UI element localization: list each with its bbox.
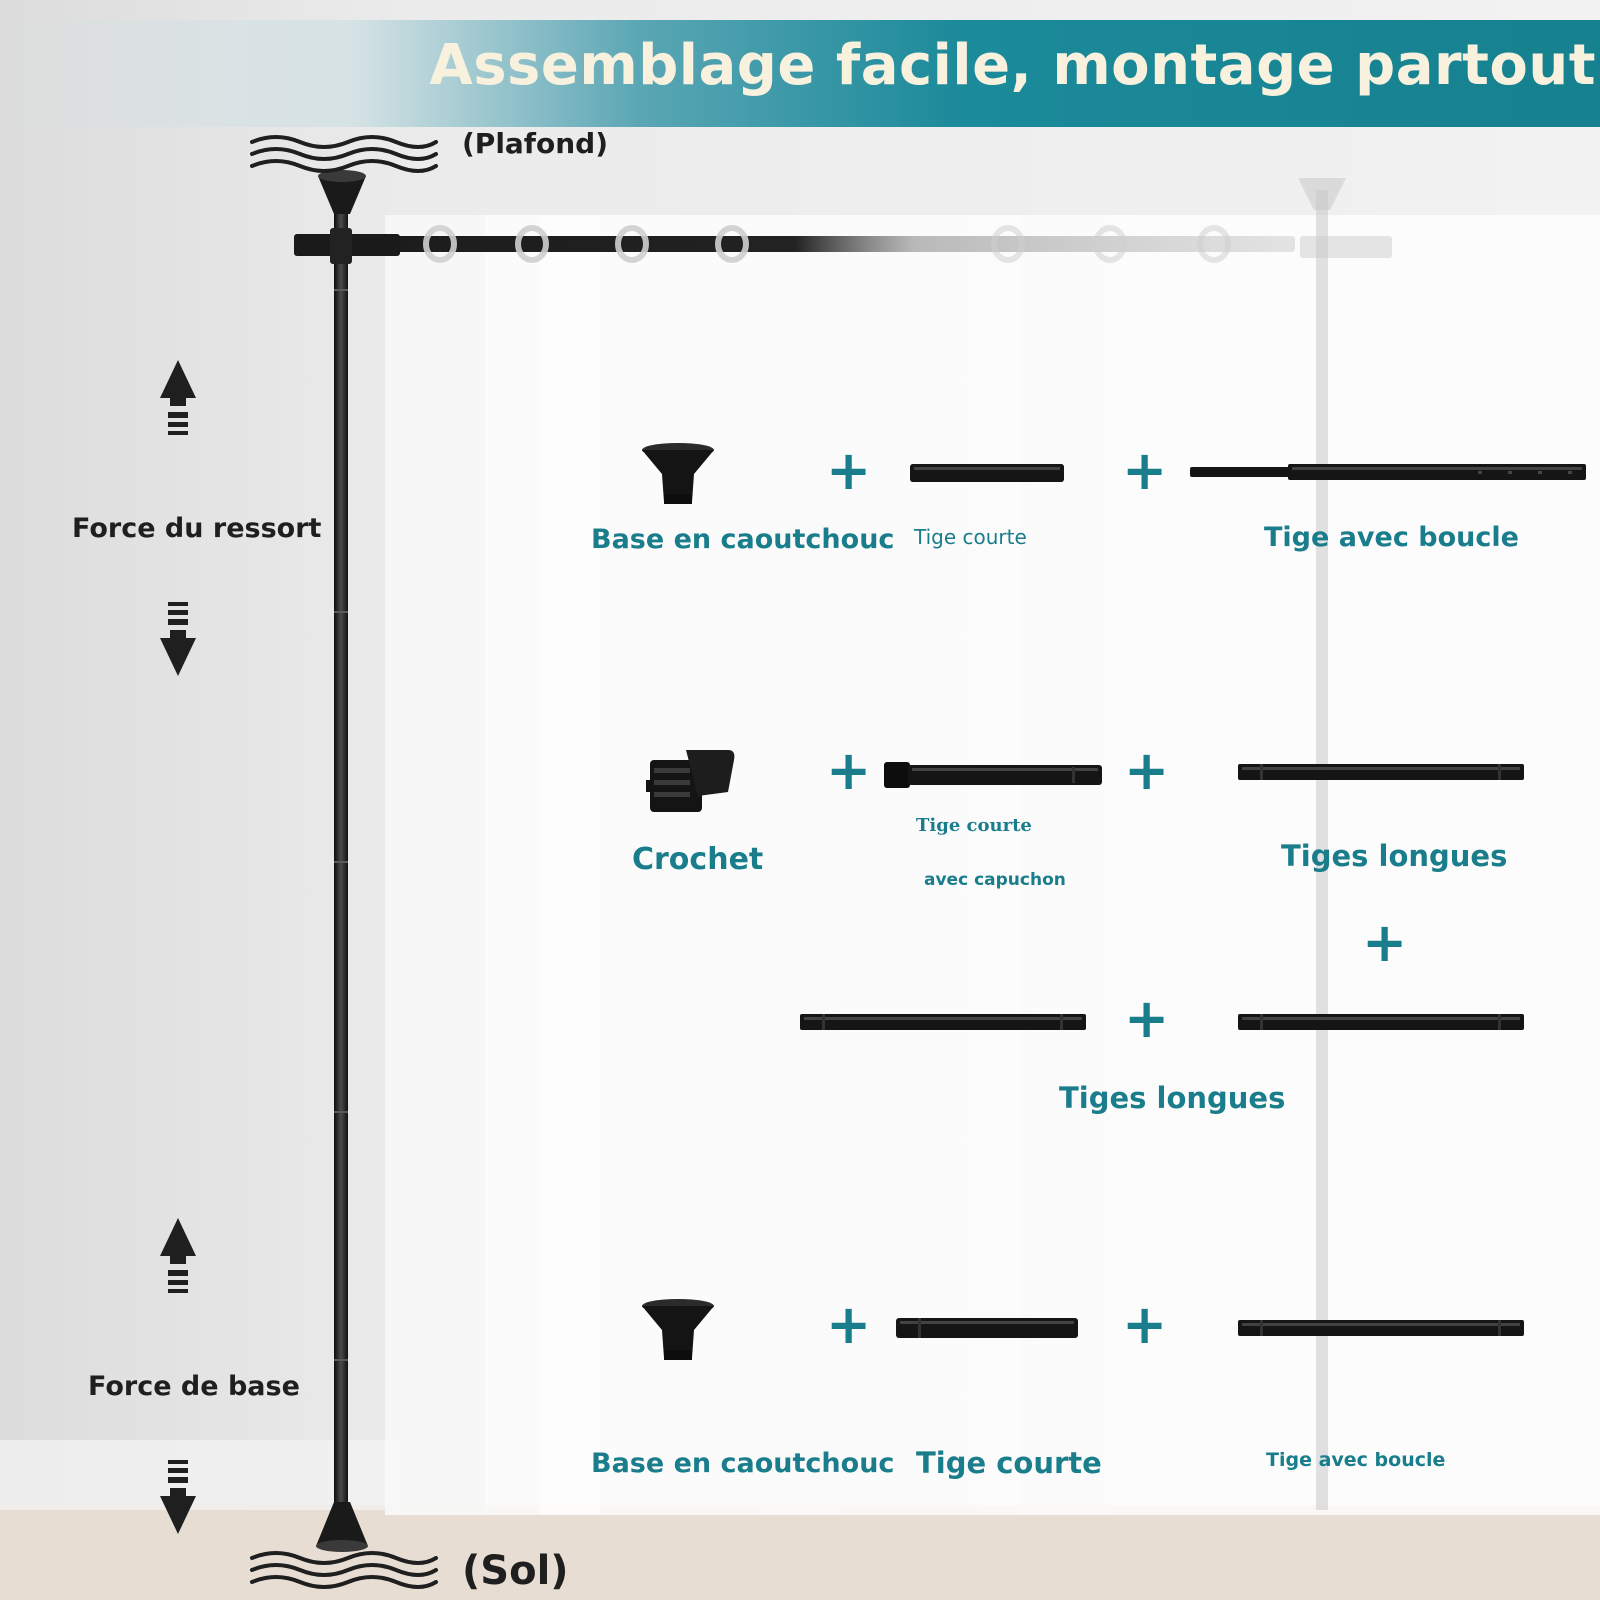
rubber-base-label: Base en caoutchouc xyxy=(591,524,895,555)
loop-rod-label: Tige avec boucle xyxy=(1266,1449,1446,1471)
short-rod-icon xyxy=(910,464,1064,482)
plus-icon: + xyxy=(826,439,872,502)
plus-icon: + xyxy=(826,739,872,802)
spring-force-label: Force du ressort xyxy=(72,513,322,544)
floor-wave-icon xyxy=(250,1551,438,1589)
title-banner xyxy=(0,20,1600,127)
capped-short-rod-sublabel: avec capuchon xyxy=(924,870,1066,890)
plus-icon: + xyxy=(1362,911,1408,974)
short-rod-icon xyxy=(896,1318,1078,1338)
arrow-up-icon xyxy=(160,1218,196,1293)
loop-rod-label: Tige avec boucle xyxy=(1264,522,1519,553)
long-rod-icon xyxy=(800,1014,1086,1030)
capped-short-rod-icon xyxy=(884,762,1102,788)
arrow-up-icon xyxy=(160,360,196,435)
long-rod-icon xyxy=(1238,764,1524,780)
hook-label: Crochet xyxy=(632,842,764,877)
base-force-label: Force de base xyxy=(88,1371,300,1402)
ceiling-wave-icon xyxy=(250,135,438,173)
plus-icon: + xyxy=(1122,439,1168,502)
plus-icon: + xyxy=(1124,739,1170,802)
loop-rod-icon xyxy=(1190,464,1586,480)
long-rod-icon xyxy=(1238,1320,1524,1336)
long-rods-caption: Tiges longues xyxy=(1059,1081,1286,1115)
arrow-down-icon xyxy=(160,602,196,676)
ceiling-label: (Plafond) xyxy=(462,127,609,160)
plus-icon: + xyxy=(1122,1293,1168,1356)
floor-label: (Sol) xyxy=(462,1548,569,1594)
capped-short-rod-label: Tige courte xyxy=(916,815,1032,836)
arrow-down-icon xyxy=(160,1460,196,1534)
plus-icon: + xyxy=(826,1293,872,1356)
rubber-base-icon xyxy=(642,443,714,504)
long-rod-icon xyxy=(1238,1014,1524,1030)
long-rods-label: Tiges longues xyxy=(1281,839,1508,873)
short-rod-label: Tige courte xyxy=(914,525,1027,549)
short-rod-label: Tige courte xyxy=(916,1446,1102,1480)
plus-icon: + xyxy=(1124,987,1170,1050)
rubber-base-label: Base en caoutchouc xyxy=(591,1448,895,1479)
banner-title: Assemblage facile, montage partout xyxy=(429,33,1596,98)
hook-bracket-icon xyxy=(646,750,735,812)
rubber-base-icon xyxy=(642,1299,714,1360)
